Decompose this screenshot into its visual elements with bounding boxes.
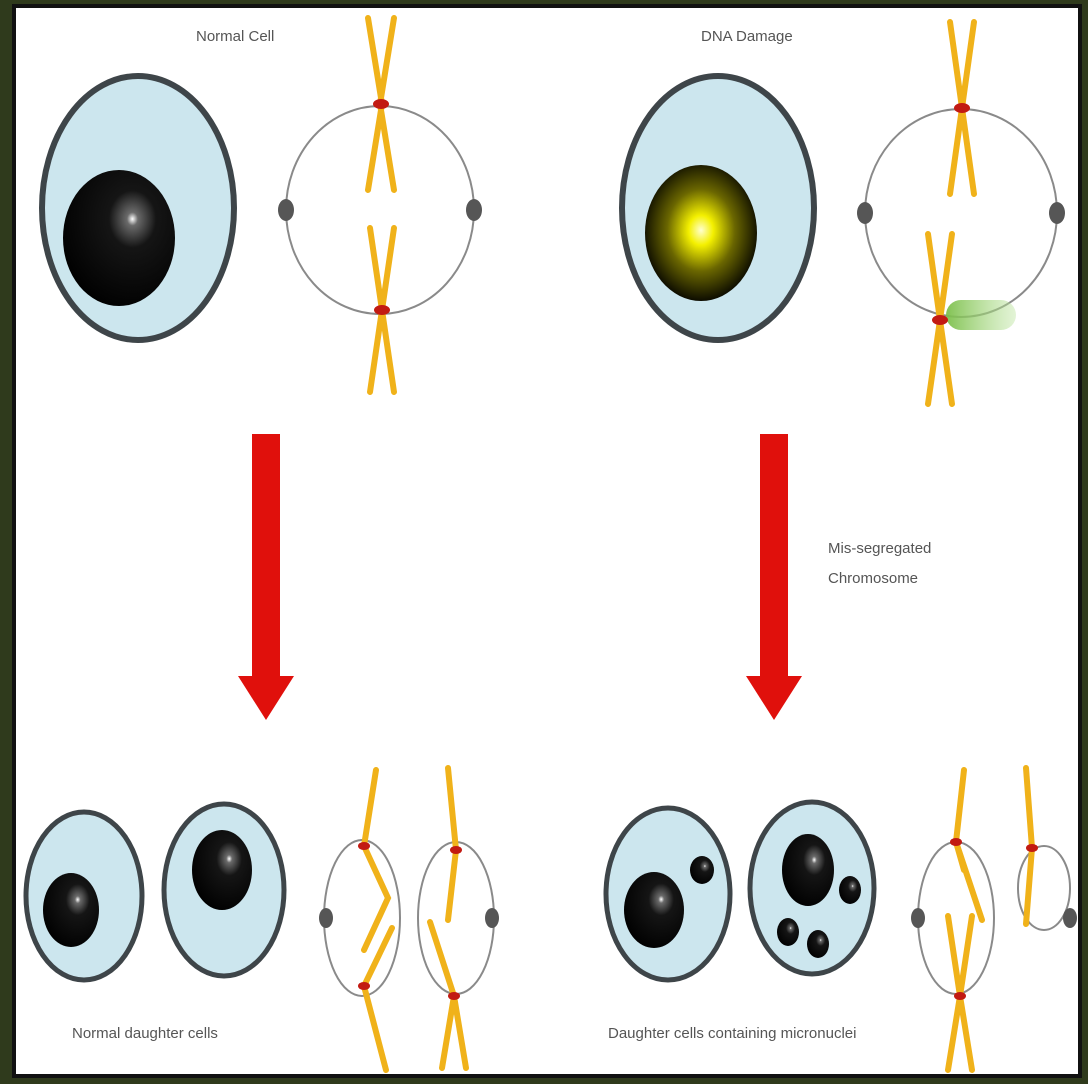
centromere <box>450 846 462 854</box>
spindle-pole <box>911 908 925 928</box>
left-arrow <box>238 434 294 720</box>
aberrant-anaphase-spindle <box>1018 768 1077 930</box>
normal-daughter-cells-label: Normal daughter cells <box>72 1025 218 1042</box>
mis-segregated-label-line1: Mis-segregated <box>828 540 931 557</box>
spindle-pole <box>1063 908 1077 928</box>
spindle-pole <box>857 202 873 224</box>
centromere <box>373 99 389 109</box>
micronucleus <box>807 930 829 958</box>
normal-mitotic-spindle <box>278 18 482 392</box>
daughter-nucleus <box>782 834 834 906</box>
centromere <box>374 305 390 315</box>
chromosome <box>370 228 394 392</box>
mis-segregated-label-line2: Chromosome <box>828 570 918 587</box>
micronucleus <box>690 856 714 884</box>
centromere <box>448 992 460 1000</box>
spindle-pole <box>485 908 499 928</box>
micronucleated-daughter-cell <box>750 802 874 974</box>
centromere <box>932 315 948 325</box>
chromosome <box>364 928 392 1070</box>
normal-cell-label: Normal Cell <box>196 28 274 45</box>
centromere <box>950 838 962 846</box>
spindle-pole <box>1049 202 1065 224</box>
centromere <box>358 842 370 850</box>
arrow-head <box>238 676 294 720</box>
arrow-shaft <box>252 434 280 678</box>
figure-frame: Normal Cell DNA Damage <box>12 4 1082 1078</box>
spindle-pole <box>466 199 482 221</box>
normal-daughter-cell <box>164 804 284 976</box>
centromere <box>954 992 966 1000</box>
centromere <box>1026 844 1038 852</box>
centromere <box>954 103 970 113</box>
damaged-nucleus <box>645 165 757 301</box>
daughter-nucleus <box>192 830 252 910</box>
normal-daughter-cell <box>26 812 142 980</box>
cell-division-diagram: Normal Cell DNA Damage <box>16 8 1078 1074</box>
lagging-chromosome-glow <box>946 300 1016 330</box>
chromosome <box>364 770 388 950</box>
spindle-fibre-outline <box>865 109 1057 317</box>
arrow-head <box>746 676 802 720</box>
normal-anaphase-spindle <box>418 768 499 1068</box>
daughter-nucleus <box>624 872 684 948</box>
normal-cell-nucleus <box>63 170 175 306</box>
spindle-pole <box>278 199 294 221</box>
spindle-fibre-outline <box>324 840 400 996</box>
normal-anaphase-spindle <box>319 770 400 1070</box>
chromosome <box>950 22 974 194</box>
centromere <box>358 982 370 990</box>
damaged-mitotic-spindle <box>857 22 1065 404</box>
micronucleus <box>777 918 799 946</box>
arrow-shaft <box>760 434 788 678</box>
daughter-nucleus <box>43 873 99 947</box>
right-arrow <box>746 434 802 720</box>
dna-damage-label: DNA Damage <box>701 28 793 45</box>
micronucleated-daughter-cell <box>606 808 730 980</box>
spindle-pole <box>319 908 333 928</box>
damaged-cell <box>622 76 814 340</box>
aberrant-anaphase-spindle <box>911 770 994 1070</box>
micronucleus <box>839 876 861 904</box>
chromosome <box>430 922 466 1068</box>
micronuclei-daughter-cells-label: Daughter cells containing micronuclei <box>608 1025 856 1042</box>
chromosome <box>368 18 394 190</box>
normal-cell <box>42 76 234 340</box>
